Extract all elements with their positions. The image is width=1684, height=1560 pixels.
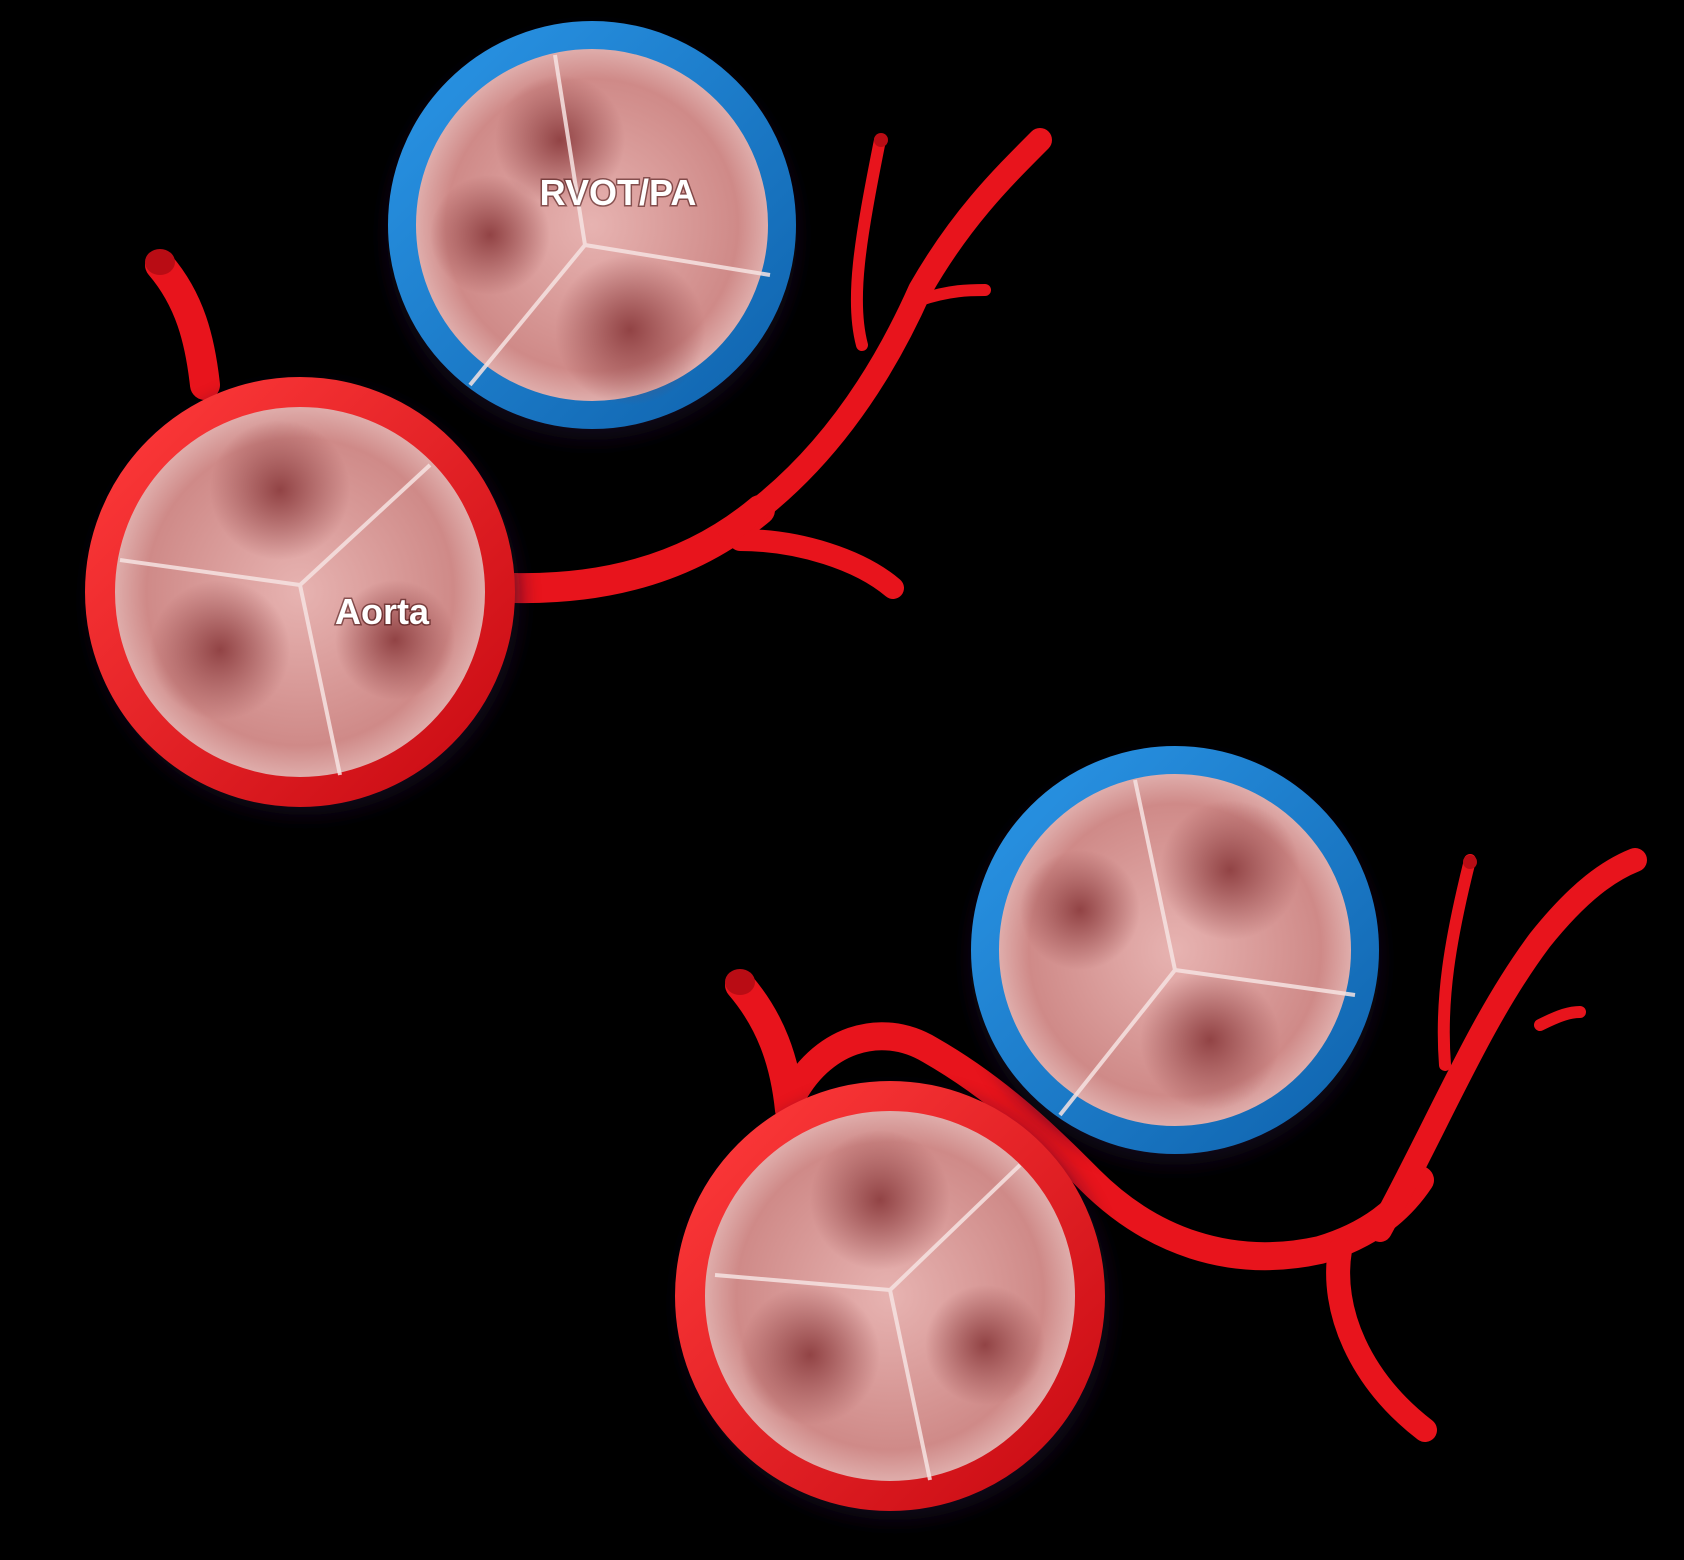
pulmonary-valve-top: RVOT/PA (387, 21, 797, 440)
descending-artery (718, 128, 1052, 542)
bottom-panel (675, 746, 1647, 1520)
coronary-artery-bottom (725, 848, 1647, 1442)
small-branch-right-bottom (1534, 1006, 1586, 1031)
conal-branch-stub (145, 250, 220, 400)
thin-branch-cap-bottom (1463, 855, 1477, 869)
stub-cap (145, 249, 175, 275)
pulmonary-valve-bottom (970, 746, 1380, 1165)
branch-artery-down (1326, 1238, 1437, 1442)
top-panel: RVOT/PA Aorta (85, 21, 1052, 815)
thin-branch (850, 134, 886, 351)
aortic-valve-bottom (675, 1081, 1110, 1520)
stub-cap-bottom (725, 969, 755, 995)
branch-artery-right (729, 529, 904, 599)
conal-branch-stub-bottom (725, 970, 805, 1125)
descending-artery-bottom (1368, 848, 1647, 1242)
aortic-valve-top: Aorta (85, 377, 520, 815)
small-branch-right (914, 284, 991, 306)
pulmonary-label: RVOT/PA (540, 172, 697, 213)
thin-branch-bottom (1437, 854, 1476, 1071)
coronary-artery-top (145, 128, 1052, 604)
thin-branch-cap (874, 133, 888, 147)
aorta-label: Aorta (335, 591, 430, 632)
